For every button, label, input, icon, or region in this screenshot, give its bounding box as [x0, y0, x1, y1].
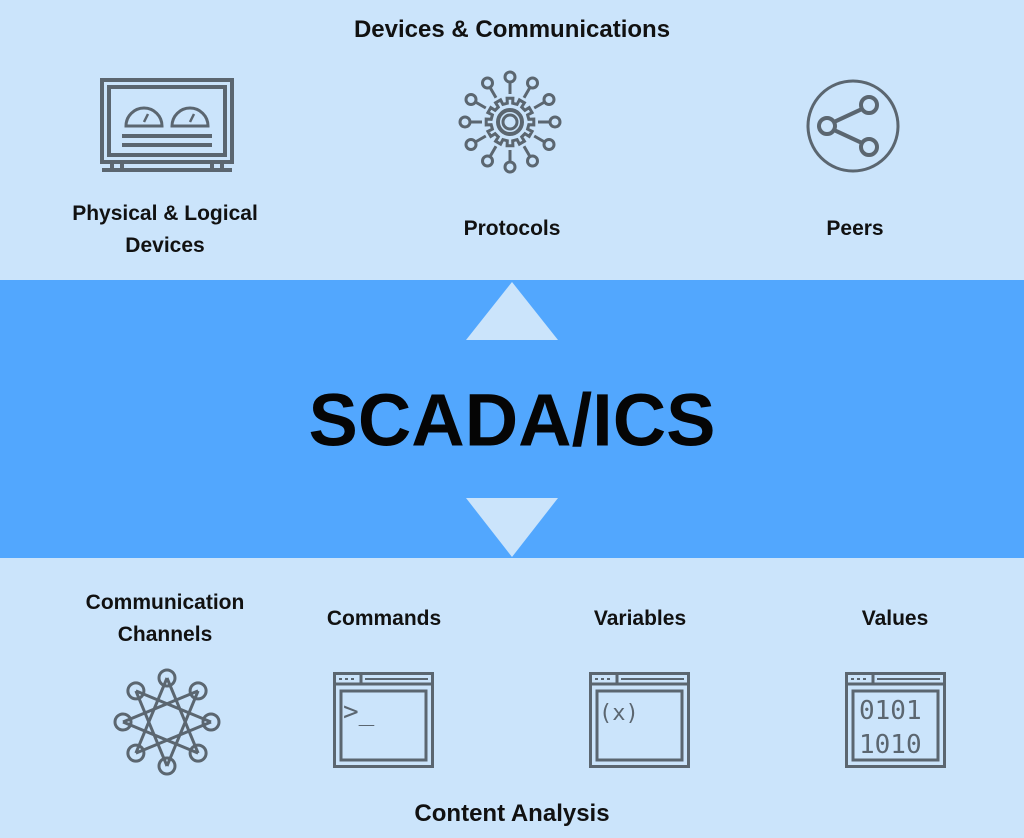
- network-star-icon: [113, 668, 221, 776]
- peers-label: Peers: [826, 217, 884, 240]
- variable-window-icon: (x): [589, 672, 690, 768]
- top-section-title: Devices & Communications: [353, 16, 671, 43]
- protocols-gear-icon: [458, 70, 562, 174]
- scada-ics-title: SCADA/ICS: [308, 378, 716, 462]
- bottom-section-title: Content Analysis: [414, 800, 610, 827]
- commands-label: Commands: [326, 607, 442, 630]
- variables-label: Variables: [593, 607, 687, 630]
- terminal-window-icon: >_: [333, 672, 434, 768]
- label-line-1: Physical & Logical: [72, 202, 258, 225]
- binary-window-icon: 0101 1010: [845, 672, 946, 768]
- label-line-1: Communication: [85, 591, 245, 614]
- variable-text: (x): [599, 701, 639, 726]
- binary-line-2: 1010: [859, 730, 922, 760]
- values-label: Values: [861, 607, 929, 630]
- peers-share-icon: [806, 79, 900, 173]
- binary-line-1: 0101: [859, 696, 922, 726]
- label-line-2: Devices: [125, 234, 205, 257]
- prompt-text: >_: [343, 697, 375, 727]
- arrow-up-icon: [466, 282, 558, 340]
- arrow-down-icon: [466, 498, 558, 557]
- label-line-2: Channels: [117, 623, 213, 646]
- protocols-label: Protocols: [463, 217, 561, 240]
- device-panel-icon: [100, 78, 234, 172]
